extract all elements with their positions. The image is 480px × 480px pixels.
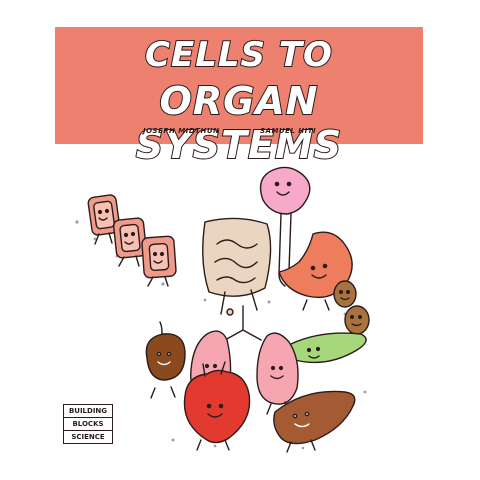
title-banner: CELLS TO ORGAN SYSTEMS JOSEPH MIDTHUN SA… <box>55 27 423 168</box>
title-line-1: CELLS TO <box>144 34 333 76</box>
title-line-2: ORGAN SYSTEMS <box>135 78 343 168</box>
intestine-character <box>202 217 272 316</box>
kidney-character-2 <box>344 305 370 335</box>
bladder-character <box>145 321 186 399</box>
kidney-character-1 <box>333 280 357 308</box>
book-cover: CELLS TO ORGAN SYSTEMS JOSEPH MIDTHUN SA… <box>55 27 423 459</box>
series-line-2: BLOCKS <box>64 418 112 431</box>
brain-character <box>259 166 311 287</box>
stomach-character <box>278 231 353 311</box>
cell-character-1 <box>87 194 121 245</box>
heart-character <box>183 361 251 451</box>
series-badge: BUILDING BLOCKS SCIENCE <box>63 404 113 444</box>
author-2: SAMUEL HITI <box>260 127 317 135</box>
series-line-1: BUILDING <box>64 405 112 418</box>
series-line-3: SCIENCE <box>71 433 105 441</box>
gallbladder-character <box>287 332 367 364</box>
organ-illustration <box>75 166 370 453</box>
author-1: JOSEPH MIDTHUN <box>143 127 220 135</box>
cell-character-3 <box>141 235 177 287</box>
liver-character <box>273 390 356 453</box>
cell-character-2 <box>112 217 148 267</box>
